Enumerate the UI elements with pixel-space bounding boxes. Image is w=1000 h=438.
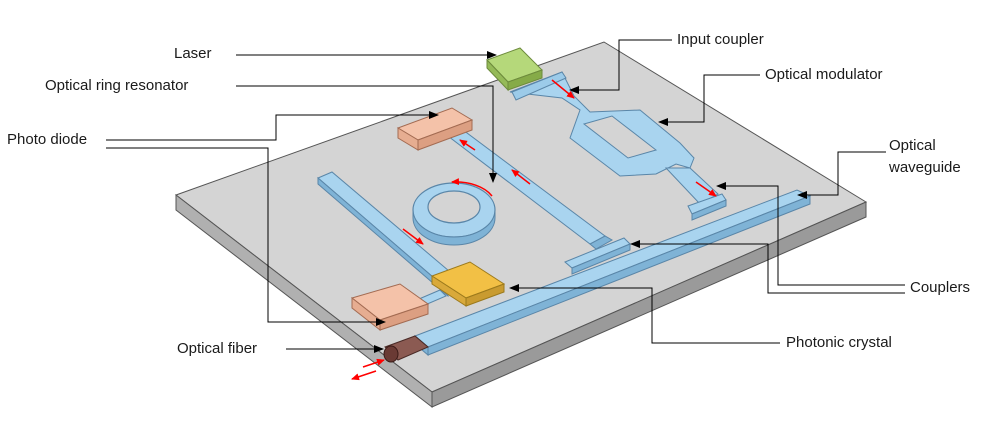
signal-arrows — [351, 79, 717, 381]
signal-arrow — [459, 139, 476, 151]
photo-diode-lower — [350, 283, 430, 332]
leader-photo-diode-upper — [106, 111, 439, 141]
leader-optical-modulator — [658, 74, 760, 126]
label-laser: Laser — [174, 45, 212, 62]
signal-arrow — [351, 370, 377, 381]
photonic-crystal-block — [430, 261, 506, 307]
label-couplers: Couplers — [910, 279, 971, 296]
diode-waveguide-upper — [438, 123, 614, 250]
label-input-coupler: Input coupler — [677, 31, 764, 48]
signal-arrow — [402, 228, 424, 245]
label-optical-ring-resonator: Optical ring resonator — [45, 77, 189, 94]
chip-front-side — [431, 201, 867, 408]
label-photonic-crystal: Photonic crystal — [786, 334, 892, 351]
leader-optical-waveguide — [797, 151, 886, 199]
optical-modulator-shape — [509, 71, 727, 221]
leader-ring-resonator — [236, 85, 497, 183]
label-optical-waveguide-line1: Optical — [889, 137, 936, 154]
leader-input-coupler — [569, 39, 672, 94]
label-optical-modulator: Optical modulator — [765, 66, 883, 83]
label-photo-diode: Photo diode — [7, 131, 88, 148]
signal-arrow — [511, 169, 531, 185]
signal-arrow — [362, 358, 385, 368]
label-optical-fiber: Optical fiber — [177, 340, 258, 357]
signal-arrow — [551, 79, 575, 99]
leader-photonic-crystal — [509, 284, 780, 344]
label-optical-waveguide-line2: waveguide — [889, 159, 961, 176]
leader-lines — [106, 39, 905, 353]
laser-block — [486, 47, 543, 92]
input-coupler-shape — [511, 71, 567, 101]
chip-substrate — [174, 41, 868, 409]
ring-resonator — [412, 182, 496, 246]
main-waveguide — [414, 189, 812, 357]
signal-arrow — [451, 178, 493, 197]
leader-photo-diode-lower — [106, 147, 386, 326]
optical-fiber — [383, 335, 429, 363]
leader-couplers-a — [716, 182, 905, 286]
leader-couplers-b — [630, 240, 905, 294]
signal-arrow — [695, 181, 717, 197]
crystal-branch-waveguide — [564, 237, 631, 275]
